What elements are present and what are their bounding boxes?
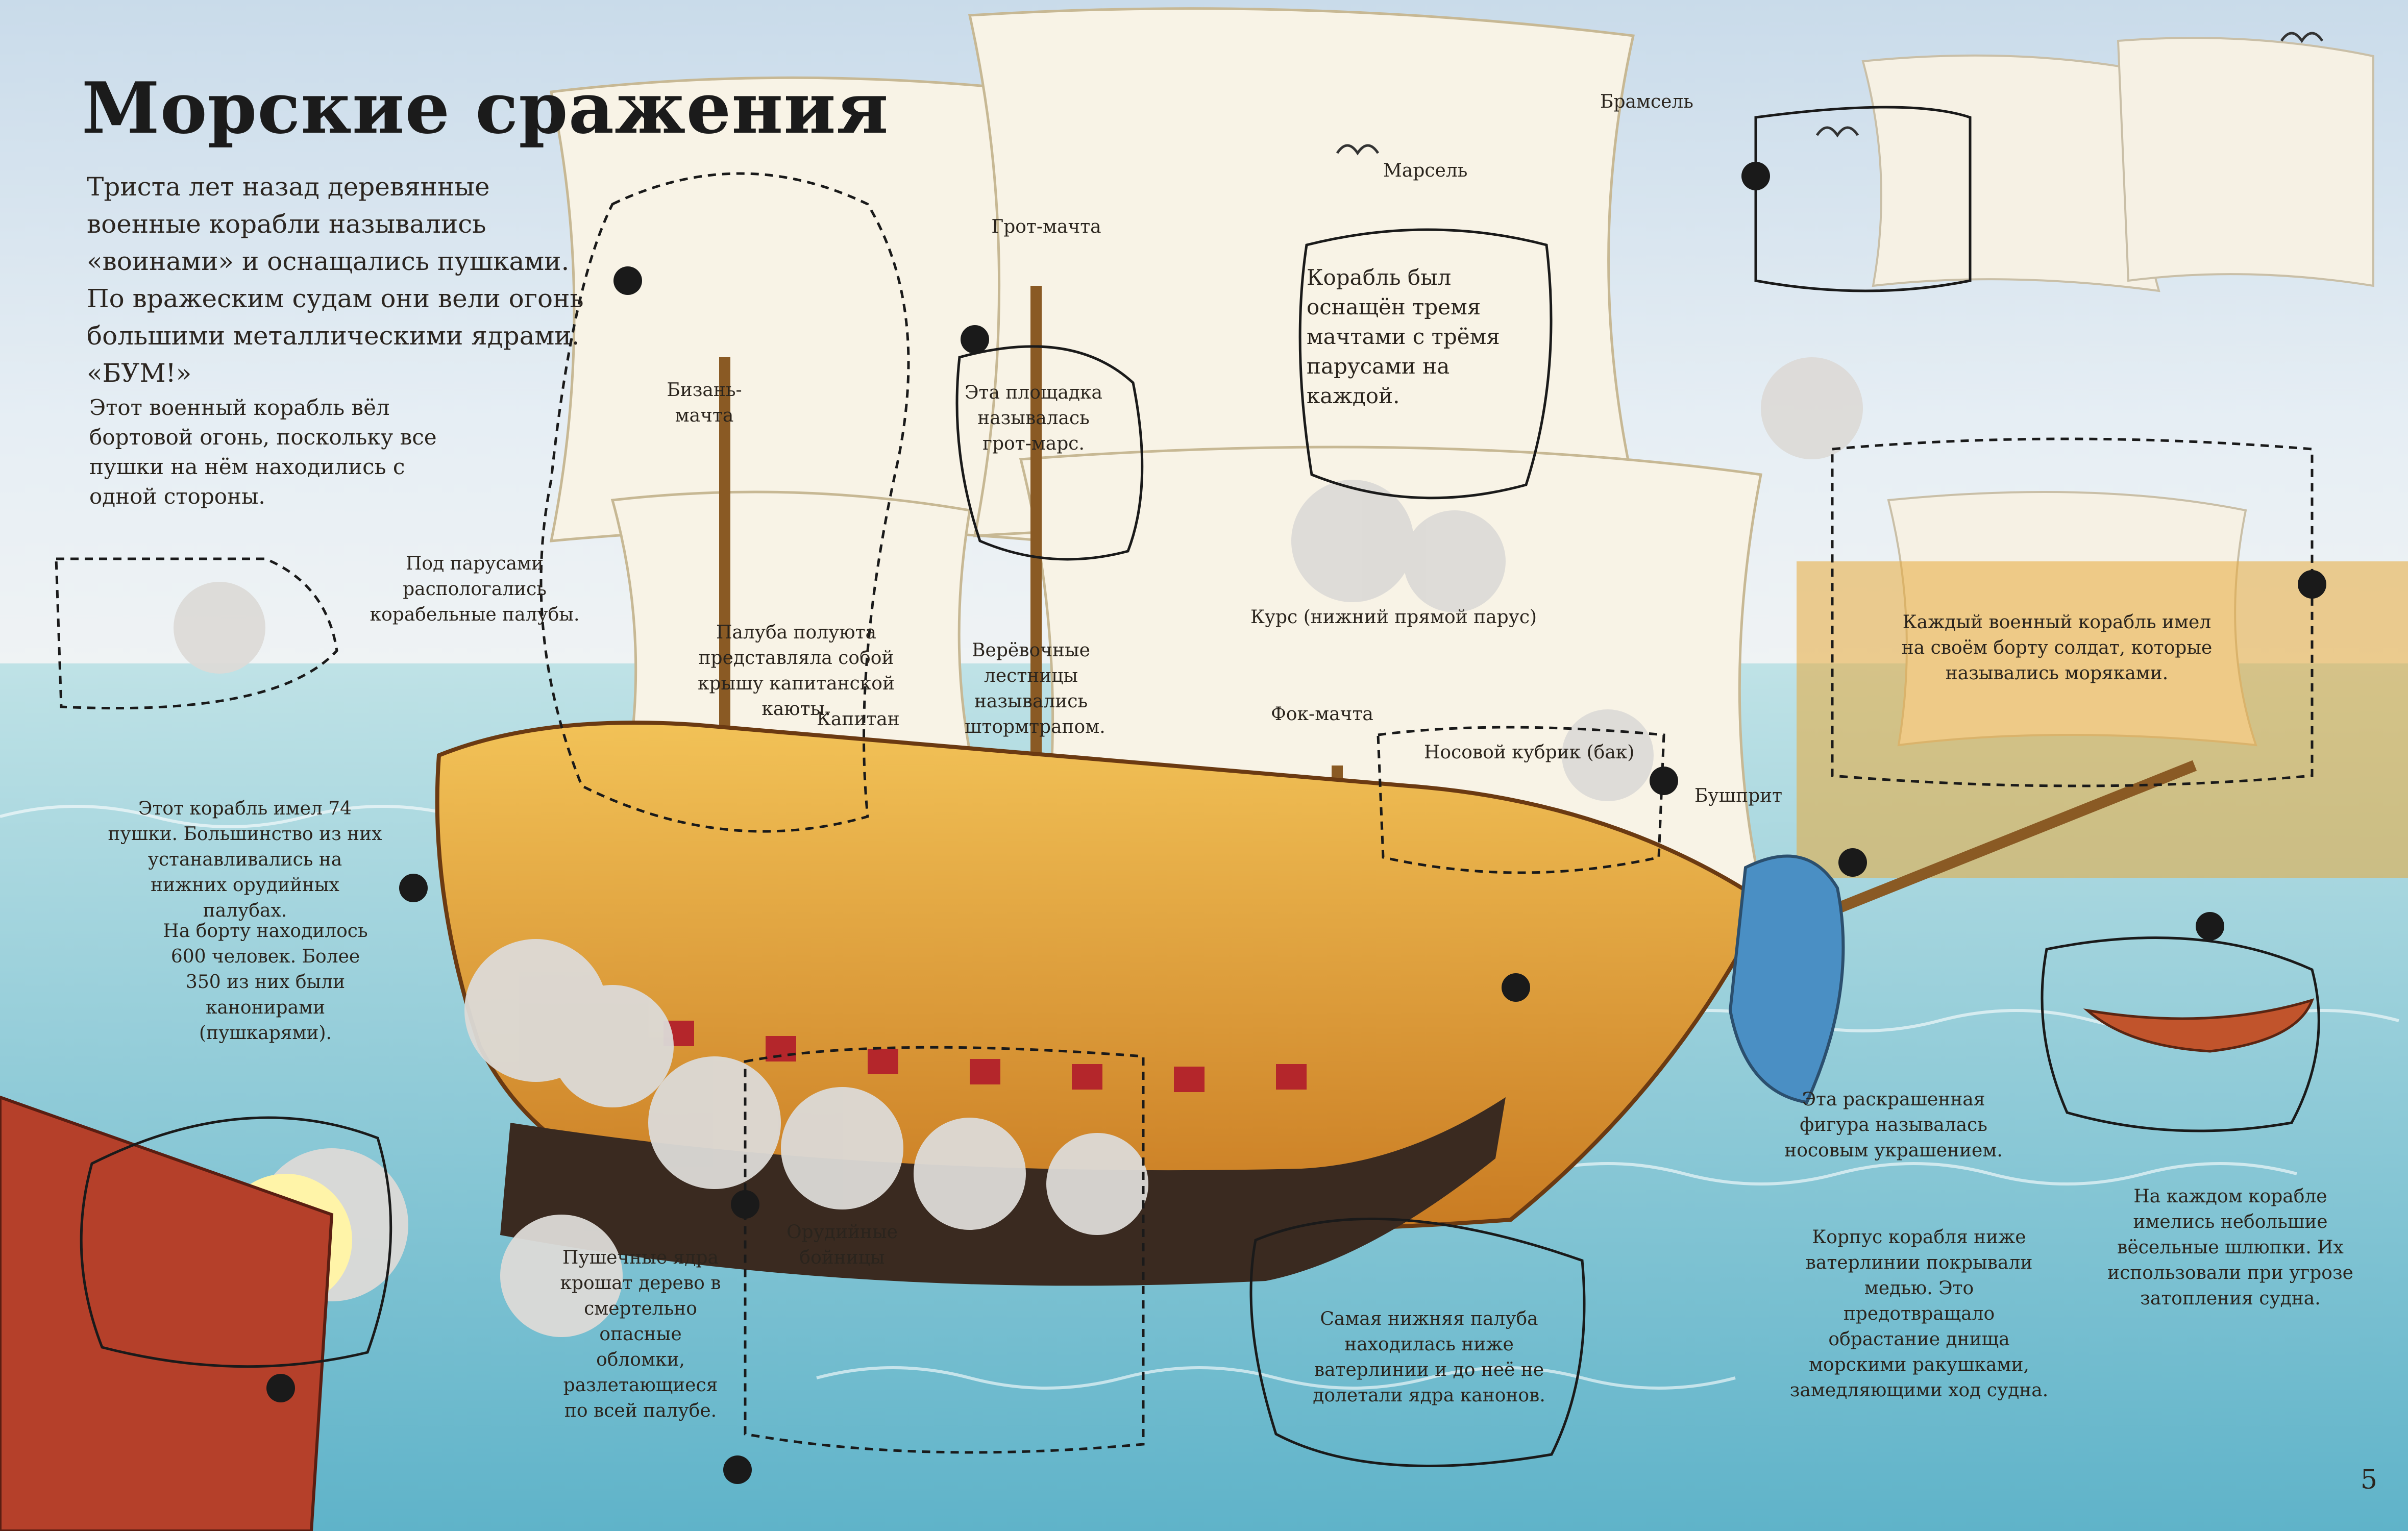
label-forecastle: Носовой кубрик (бак) (1424, 742, 1635, 763)
label-mizzen-mast: Бизань-мачта (667, 380, 742, 426)
label-lowest-deck: Самая нижняя палуба находилась ниже вате… (1313, 1308, 1545, 1406)
figurehead (1728, 854, 1845, 1104)
label-crew: На борту находилось 600 человек. Более 3… (163, 921, 368, 1044)
label-foremast: Фок-мачта (1271, 704, 1373, 725)
label-rope-ladders: Верёвочные лестницы назывались штормтрап… (965, 640, 1105, 737)
label-guns-74: Этот корабль имел 74 пушки. Большинство … (108, 798, 382, 921)
rowboat (2083, 998, 2315, 1053)
label-marines: Каждый военный корабль имел на своём бор… (1901, 612, 2213, 684)
label-main-top: Эта площадка называлась грот-марс. (965, 382, 1102, 454)
label-broadside: Этот военный корабль вёл бортовой огонь,… (89, 395, 437, 509)
right-ship-hull (1797, 561, 2408, 878)
label-figurehead: Эта раскрашенная фигура называлась носов… (1784, 1089, 2003, 1161)
seagulls (1336, 32, 2324, 156)
label-copper-hull: Корпус корабля ниже ватерлинии покрывали… (1789, 1227, 2049, 1401)
page-number: 5 (2360, 1465, 2377, 1495)
label-course-sail: Курс (нижний прямой парус) (1250, 607, 1537, 628)
label-main-mast: Грот-мачта (991, 216, 1101, 237)
label-three-masts: Корабль был оснащён тремя мачтами с трём… (1307, 265, 1500, 408)
page-title: Морские сражения (82, 66, 889, 150)
label-topgallant: Брамсель (1600, 91, 1693, 112)
intro-paragraph: Триста лет назад деревянные военные кора… (87, 172, 584, 388)
callout-outlines (55, 106, 2320, 1467)
label-bowsprit: Бушприт (1694, 785, 1783, 806)
label-gunports: Орудийные бойницы (787, 1222, 898, 1268)
label-captain: Капитан (817, 709, 900, 730)
label-rowing-boats: На каждом корабле имелись небольшие вёсе… (2107, 1186, 2353, 1309)
label-topsail: Марсель (1383, 160, 1468, 181)
label-poop-deck: Палуба полуюта представляла собой крышу … (698, 622, 895, 720)
callout-tabs (266, 162, 2326, 1484)
label-decks-under-sails: Под парусами распологались корабельные п… (370, 553, 580, 625)
label-cannonballs: Пушечные ядра крошат дерево в смертельно… (560, 1247, 721, 1421)
gunports (664, 1021, 1307, 1092)
main-ship-sails (549, 7, 1783, 966)
